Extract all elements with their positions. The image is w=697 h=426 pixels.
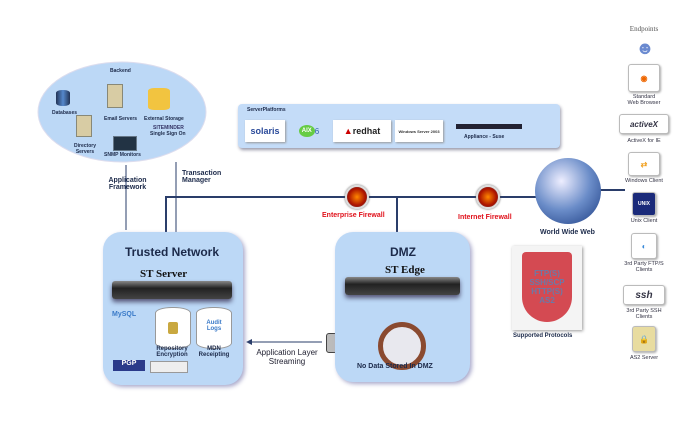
mysql-logo: MySQL xyxy=(112,311,137,318)
backend-item: Single Sign On xyxy=(150,131,186,137)
main-link-line xyxy=(165,196,545,235)
storage-icon xyxy=(148,88,170,110)
endpoint-ftp-clients: ◐3rd Party FTP/S Clients xyxy=(612,233,676,273)
repository-cylinder xyxy=(155,307,191,349)
activex-icon: activeX xyxy=(619,114,669,134)
connect-direct-logo xyxy=(150,361,188,373)
backend-item: Databases xyxy=(52,110,78,116)
repository-encryption-label: Repository Encryption xyxy=(156,346,188,358)
appliance-label: Appliance - Suse xyxy=(464,134,505,140)
st-edge-appliance xyxy=(345,277,460,295)
protocol-item: AS2 xyxy=(539,296,555,305)
ftp-client-icon: ◐ xyxy=(631,233,657,259)
endpoint-web-browser: ◉Standard Web Browser xyxy=(612,64,676,106)
backend-item: SNMP Monitors xyxy=(104,152,141,158)
protocol-item: HTTP(S) xyxy=(531,287,563,296)
shield-icon: FTP(S) SSH/SCP HTTP(S) AS2 xyxy=(522,252,572,322)
platforms-title: ServerPlatforms xyxy=(247,107,286,113)
appliance-icon xyxy=(456,124,522,129)
protocols-label: Supported Protocols xyxy=(513,333,573,339)
windows-client-icon: ⇄ xyxy=(628,152,660,176)
www-label: World Wide Web xyxy=(540,229,595,236)
enterprise-firewall-label: Enterprise Firewall xyxy=(322,212,385,219)
redhat-logo: ▲redhat xyxy=(333,120,391,142)
backend-ellipse xyxy=(37,61,207,163)
st-server-appliance xyxy=(112,281,232,299)
endpoint-windows-client: ⇄Windows Client xyxy=(612,152,676,184)
database-icon xyxy=(56,90,70,106)
endpoints-title: Endpoints xyxy=(629,25,659,33)
ssh-icon: ssh xyxy=(623,285,665,305)
audit-logs-cylinder: Audit Logs xyxy=(196,307,232,349)
email-server-icon xyxy=(107,84,123,108)
no-data-label: No Data Stored In DMZ xyxy=(357,363,433,370)
app-framework-label: Application Framework xyxy=(108,177,147,191)
backend-item: Directory Servers xyxy=(74,143,96,155)
pgp-logo: PGP xyxy=(113,360,145,371)
directory-server-icon xyxy=(76,115,92,137)
no-storage-icon xyxy=(378,322,426,370)
solaris-logo: solaris xyxy=(245,120,285,142)
transaction-manager-label: Transaction Manager xyxy=(182,170,222,184)
trusted-network-title: Trusted Network xyxy=(125,245,220,259)
endpoint-as2-server: 🔒AS2 Server xyxy=(612,326,676,361)
st-server-label: ST Server xyxy=(140,268,188,280)
st-edge-label: ST Edge xyxy=(385,264,425,276)
protocol-item: SSH/SCP xyxy=(529,278,565,287)
backend-title: Backend xyxy=(110,68,131,74)
backend-item: External Storage xyxy=(144,116,184,122)
backend-item: Email Servers xyxy=(104,116,138,122)
siteminder-logo: SITEMINDER xyxy=(153,125,184,131)
unix-icon: UNIX xyxy=(632,192,656,216)
windows-server-logo: Windows Server 2003 xyxy=(395,120,443,142)
streaming-label: Application Layer Streaming xyxy=(256,348,318,366)
lock-icon: 🔒 xyxy=(632,326,656,352)
globe-icon xyxy=(535,158,601,224)
firewall-icon xyxy=(476,185,500,209)
lock-icon xyxy=(168,322,178,334)
protocol-item: FTP(S) xyxy=(534,269,560,278)
dmz-title: DMZ xyxy=(390,245,416,259)
snmp-monitor-icon xyxy=(113,136,137,151)
firefox-icon: ◉ xyxy=(628,64,660,92)
firewall-icon xyxy=(345,185,369,209)
users-icon: ☻ xyxy=(635,38,655,58)
internet-firewall-label: Internet Firewall xyxy=(458,214,512,221)
mdn-receipting-label: MDN Receipting xyxy=(198,346,230,358)
